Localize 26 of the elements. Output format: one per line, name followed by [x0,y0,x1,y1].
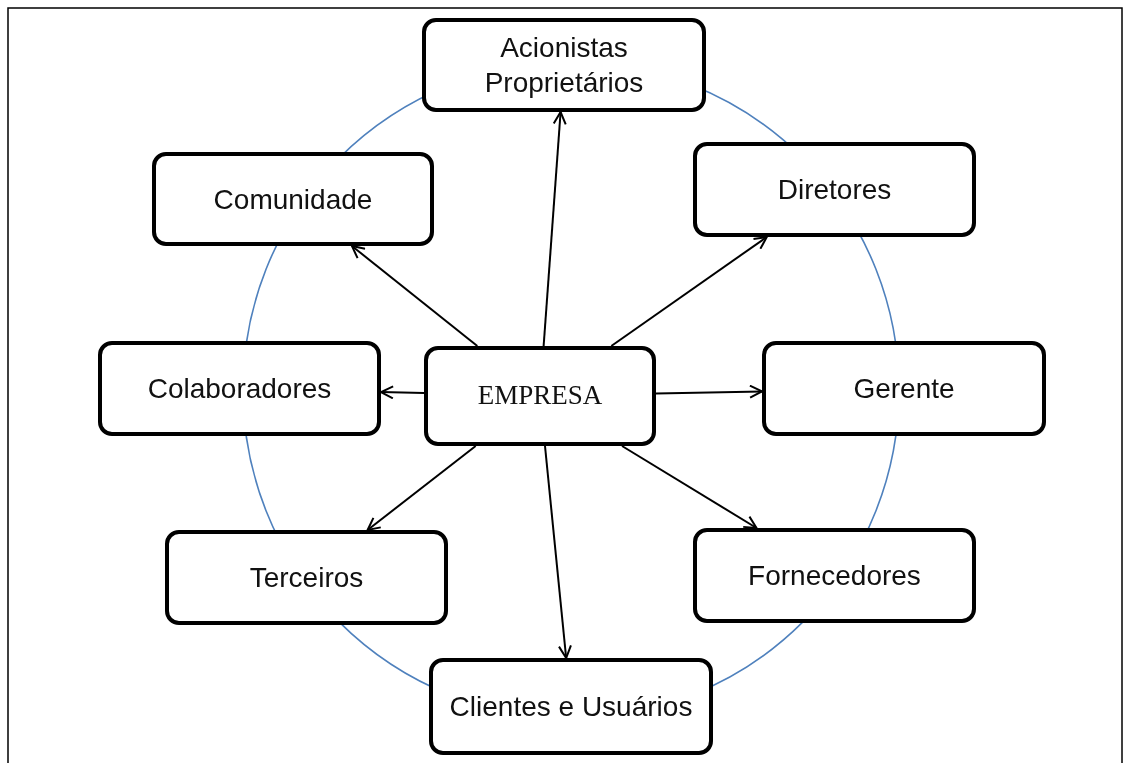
arrow [621,445,758,529]
arrow [366,445,477,531]
center-box [424,346,656,446]
arrow [542,111,567,347]
box-label: Fornecedores [748,559,921,593]
arrow [544,445,572,659]
arrow [380,385,425,400]
box-label: Comunidade [213,182,373,217]
stakeholder-box [98,341,381,436]
stakeholder-box [429,658,713,755]
arrow [655,384,763,399]
stakeholder-box [165,530,448,625]
box-label: EMPRESA [477,379,603,413]
arrow [610,236,768,347]
stakeholder-box [762,341,1046,436]
box-label: Terceiros [249,561,364,595]
box-label: Clientes e Usuários [449,690,693,724]
arrow [350,245,479,347]
box-label: Colaboradores [147,372,332,406]
box-label: Diretores [777,173,892,207]
stakeholder-box [152,152,434,246]
stakeholder-box [693,142,976,237]
stakeholder-box [422,18,706,112]
stakeholder-box [693,528,976,623]
box-label: Gerente [853,372,955,406]
box-label: Acionistas Proprietários [483,31,645,100]
